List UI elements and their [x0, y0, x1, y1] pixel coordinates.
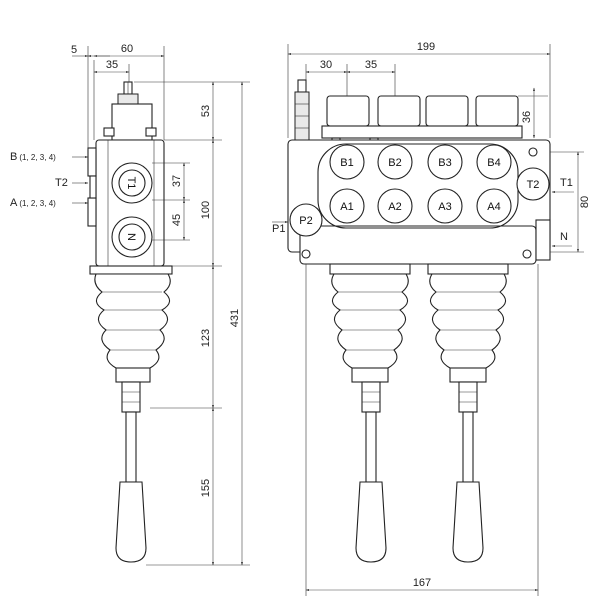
dim-total-width: 199 — [417, 41, 435, 53]
side-port-t1: T1 — [125, 177, 137, 190]
dim-cap-height: 36 — [521, 111, 533, 123]
side-label-b-sub: (1, 2, 3, 4) — [19, 153, 56, 162]
dim-port-offset: 45 — [171, 214, 183, 226]
port-b1: B1 — [340, 157, 353, 169]
dim-first-offset: 30 — [320, 59, 332, 71]
side-rubber-boot — [89, 265, 173, 383]
front-lever-left — [355, 381, 387, 563]
port-a1: A1 — [340, 201, 353, 213]
side-dimensions: 5 60 35 53 37 45 — [71, 43, 250, 566]
front-spool-caps — [294, 79, 523, 145]
label-n: N — [560, 231, 568, 243]
port-p2: P2 — [299, 215, 312, 227]
side-port-labels: B(1, 2, 3, 4) T2 A(1, 2, 3, 4) — [10, 151, 89, 209]
front-view: B1 B2 B3 B4 A1 A2 A3 A4 P2 T2 P1 T1 N — [272, 41, 591, 596]
label-p1: P1 — [272, 223, 285, 235]
side-lever — [115, 381, 147, 563]
dim-lever-height: 155 — [200, 479, 212, 497]
side-label-t2: T2 — [55, 177, 68, 189]
port-b4: B4 — [487, 157, 500, 169]
dim-offset: 5 — [71, 44, 77, 56]
front-boot-left — [329, 263, 411, 383]
side-label-a-sub: (1, 2, 3, 4) — [19, 199, 56, 208]
svg-text:B(1, 2, 3, 4): B(1, 2, 3, 4) — [10, 151, 56, 163]
side-spool-cap — [103, 81, 157, 141]
front-lever-right — [452, 381, 484, 563]
port-a3: A3 — [438, 201, 451, 213]
port-a4: A4 — [487, 201, 500, 213]
svg-text:A(1, 2, 3, 4): A(1, 2, 3, 4) — [10, 197, 56, 209]
dim-body-height-front: 80 — [579, 196, 591, 208]
dim-top-height: 53 — [200, 105, 212, 117]
side-valve-body: T1 N — [87, 139, 165, 267]
dim-total-height: 431 — [229, 309, 241, 327]
side-label-a: A — [10, 197, 18, 209]
dim-section-pitch: 35 — [365, 59, 377, 71]
front-dimensions: 199 30 35 36 80 167 — [287, 41, 591, 596]
dim-lever-spacing: 167 — [413, 577, 431, 589]
front-valve-body: B1 B2 B3 B4 A1 A2 A3 A4 P2 T2 — [287, 139, 551, 265]
dim-port-spacing: 37 — [171, 175, 183, 187]
dim-body-height: 100 — [200, 201, 212, 219]
front-port-labels: P1 T1 N — [272, 177, 574, 248]
dim-boot-height: 123 — [200, 329, 212, 347]
port-t2: T2 — [527, 179, 540, 191]
port-b3: B3 — [438, 157, 451, 169]
front-boot-right — [427, 263, 509, 383]
side-label-b: B — [10, 151, 17, 163]
dim-width: 60 — [121, 43, 133, 55]
label-t1: T1 — [560, 177, 573, 189]
port-a2: A2 — [388, 201, 401, 213]
side-port-n: N — [125, 233, 137, 241]
side-view: T1 N B(1, 2, 3, 4) T2 A(1, 2 — [10, 43, 250, 566]
port-b2: B2 — [388, 157, 401, 169]
dim-spool-offset: 35 — [106, 59, 118, 71]
